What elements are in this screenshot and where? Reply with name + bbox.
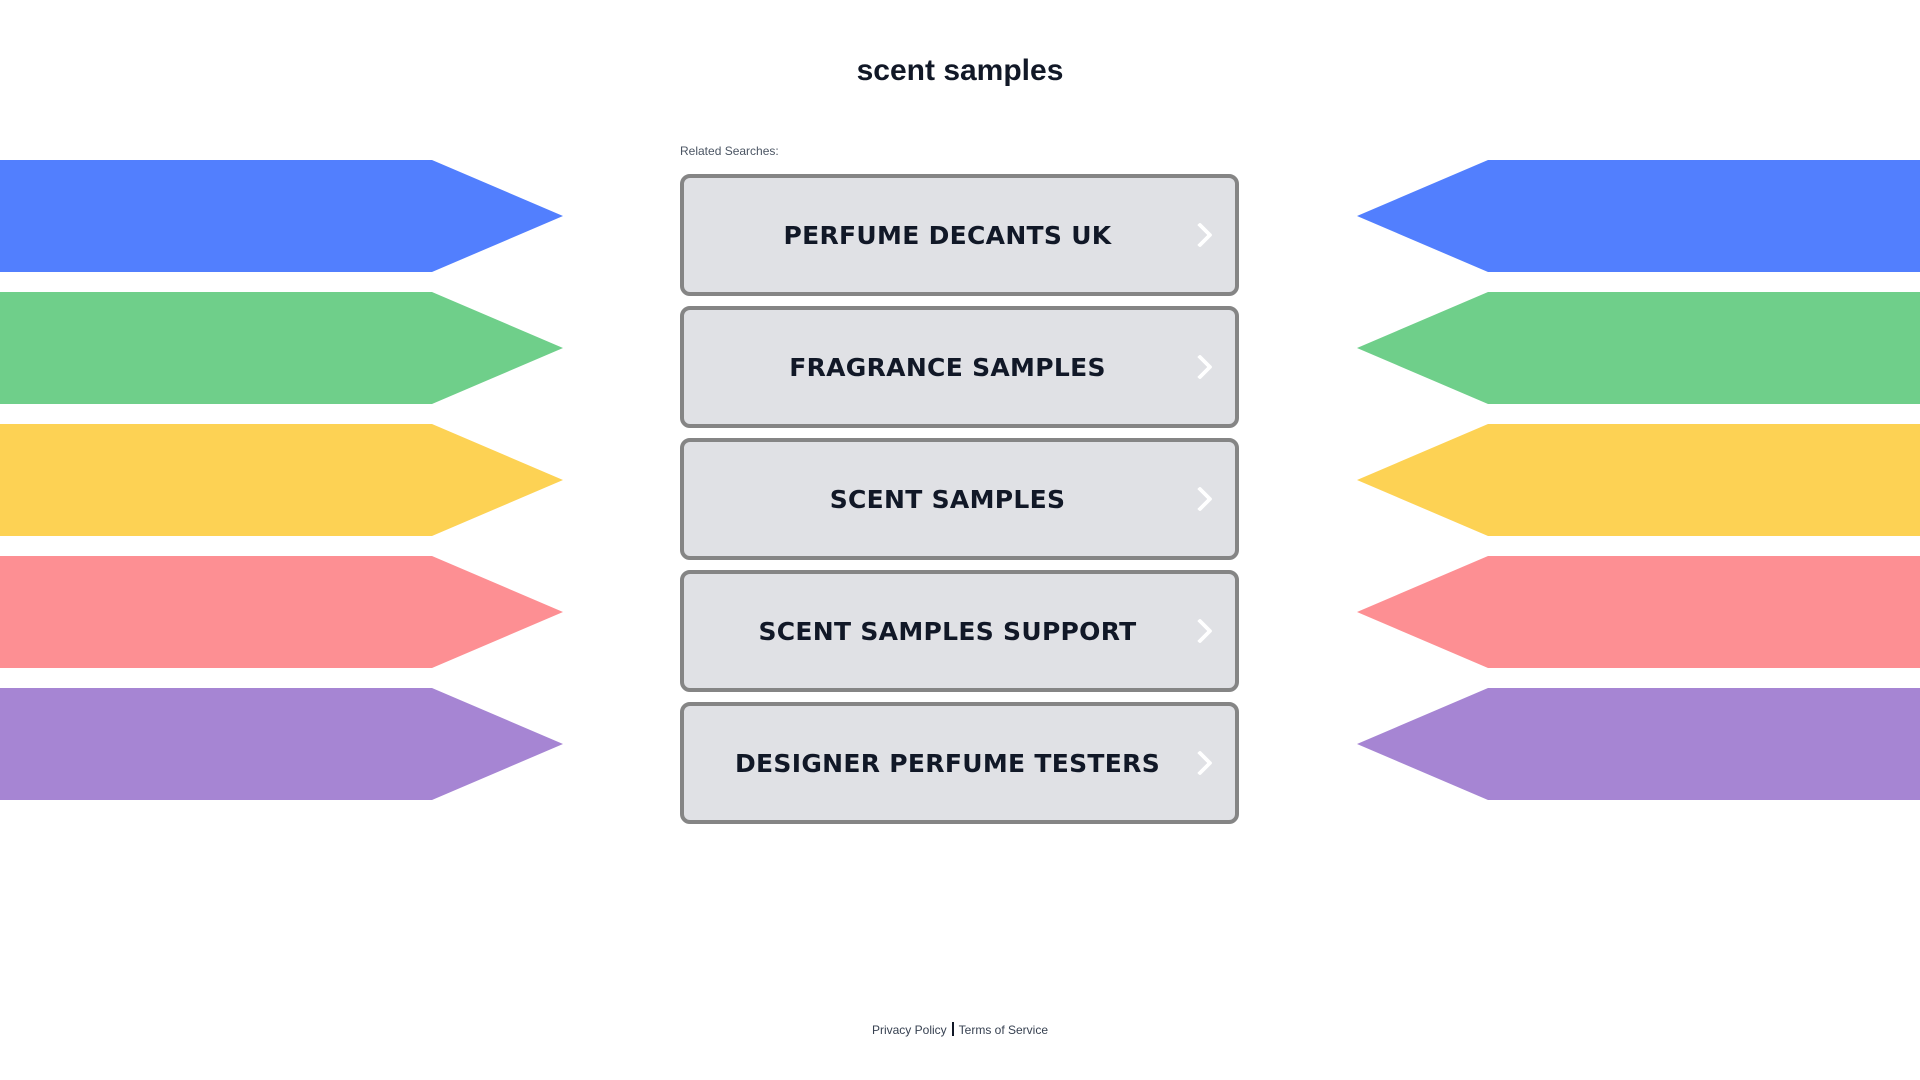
search-link-scent-samples-support[interactable]: SCENT SAMPLES SUPPORT <box>680 570 1239 692</box>
decorative-arrow-right-blue <box>1357 160 1920 272</box>
decorative-arrow-left-purple <box>0 688 563 800</box>
search-link-label: SCENT SAMPLES <box>829 484 1066 514</box>
decorative-arrow-left-yellow <box>0 424 563 536</box>
related-searches-label: Related Searches: <box>680 144 779 158</box>
search-link-label: FRAGRANCE SAMPLES <box>789 352 1106 382</box>
search-link-label: PERFUME DECANTS UK <box>783 220 1112 250</box>
search-link-scent-samples[interactable]: SCENT SAMPLES <box>680 438 1239 560</box>
footer: Privacy Policy Terms of Service <box>0 1022 1920 1037</box>
decorative-arrow-left-blue <box>0 160 563 272</box>
decorative-arrow-right-yellow <box>1357 424 1920 536</box>
decorative-arrow-right-green <box>1357 292 1920 404</box>
decorative-arrow-left-green <box>0 292 563 404</box>
search-link-label: SCENT SAMPLES SUPPORT <box>758 616 1137 646</box>
footer-divider <box>951 1022 954 1036</box>
page-title: scent samples <box>856 54 1064 87</box>
search-link-designer-perfume-testers[interactable]: DESIGNER PERFUME TESTERS <box>680 702 1239 824</box>
decorative-arrow-right-pink <box>1357 556 1920 668</box>
decorative-arrow-right-purple <box>1357 688 1920 800</box>
search-link-perfume-decants-uk[interactable]: PERFUME DECANTS UK <box>680 174 1239 296</box>
search-link-fragrance-samples[interactable]: FRAGRANCE SAMPLES <box>680 306 1239 428</box>
search-link-label: DESIGNER PERFUME TESTERS <box>734 748 1161 778</box>
privacy-policy-link[interactable]: Privacy Policy <box>871 1023 947 1037</box>
terms-of-service-link[interactable]: Terms of Service <box>958 1023 1049 1037</box>
decorative-arrow-left-pink <box>0 556 563 668</box>
